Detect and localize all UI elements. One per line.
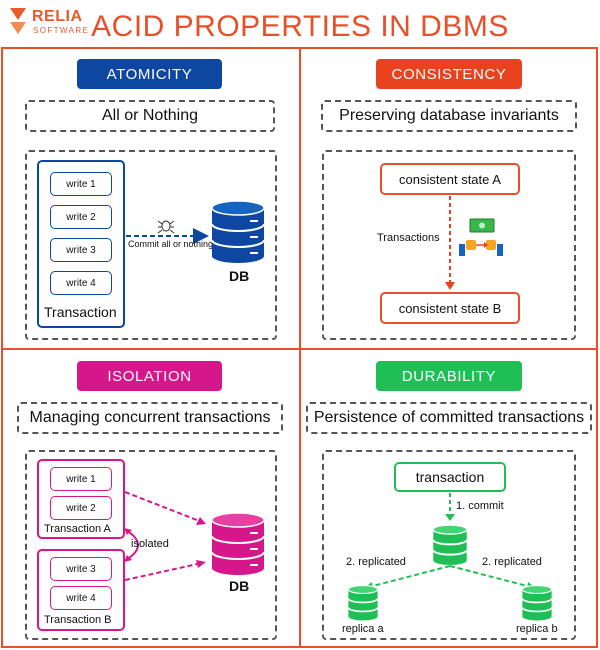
relia-software-logo: RELIA SOFTWARE	[8, 6, 118, 40]
transaction-b-arrow-head	[196, 560, 206, 568]
isolation-diagram-box	[25, 450, 277, 640]
commit-label: 1. commit	[456, 500, 504, 512]
isolation-subtitle: Managing concurrent transactions	[17, 402, 283, 434]
database-icon	[432, 524, 468, 565]
replica-a-label: replica a	[342, 623, 384, 635]
isolated-bracket	[125, 529, 139, 561]
atomicity-diagram-box	[25, 150, 277, 340]
replicated-right-label: 2. replicated	[482, 556, 542, 568]
relia-logo-icon	[10, 8, 26, 34]
replicated-left-label: 2. replicated	[346, 556, 406, 568]
database-icon	[211, 200, 265, 263]
transaction-a-arrow	[124, 491, 203, 523]
isolation-write-2: write 2	[50, 496, 112, 520]
consistency-subtitle: Preserving database invariants	[321, 100, 577, 132]
isolation-write-3: write 3	[50, 557, 112, 581]
isolation-header: ISOLATION	[77, 361, 222, 391]
transactions-arrow-head	[445, 282, 455, 290]
durability-header: DURABILITY	[376, 361, 522, 391]
atomicity-write-3: write 3	[50, 238, 112, 262]
transaction-b-container	[37, 549, 125, 631]
money-transfer-icon	[459, 218, 503, 256]
transaction-a-arrow-head	[196, 517, 206, 525]
durability-diagram-box	[322, 450, 576, 640]
consistent-state-b: consistent state B	[380, 292, 520, 324]
atomicity-transaction-label: Transaction	[44, 304, 117, 320]
atomicity-write-2: write 2	[50, 205, 112, 229]
replicate-right-arrow	[449, 565, 532, 588]
transaction-a-label: Transaction A	[44, 523, 111, 535]
logo-name: RELIA	[32, 8, 83, 25]
transaction-b-arrow	[124, 562, 203, 581]
replica-b-database-icon	[521, 585, 553, 621]
atomicity-transaction-container	[37, 160, 125, 328]
replica-b-label: replica b	[516, 623, 558, 635]
isolation-write-4: write 4	[50, 586, 112, 610]
replica-a-database-icon	[347, 585, 379, 621]
vertical-divider	[299, 47, 301, 648]
atomicity-write-1: write 1	[50, 172, 112, 196]
atomicity-subtitle: All or Nothing	[25, 100, 275, 132]
commit-arrow-label: Commit all or nothing	[128, 239, 214, 249]
atomicity-write-4: write 4	[50, 271, 112, 295]
isolation-write-1: write 1	[50, 467, 112, 491]
consistent-state-a: consistent state A	[380, 163, 520, 195]
durability-transaction-box: transaction	[394, 462, 506, 492]
consistency-header: CONSISTENCY	[376, 59, 522, 89]
replicate-left-arrow	[368, 565, 451, 588]
logo-subtitle: SOFTWARE	[33, 26, 90, 35]
durability-subtitle: Persistence of committed transactions	[306, 402, 592, 434]
consistency-diagram-box	[322, 150, 576, 340]
atomicity-header: ATOMICITY	[77, 59, 222, 89]
horizontal-divider	[1, 348, 598, 350]
isolated-label: isolated	[131, 538, 169, 550]
atomicity-db-label: DB	[229, 268, 250, 284]
transactions-arrow-label: Transactions	[377, 232, 440, 244]
transaction-a-container	[37, 459, 125, 539]
transaction-b-label: Transaction B	[44, 614, 112, 626]
isolation-db-label: DB	[229, 578, 250, 594]
bug-icon	[157, 220, 175, 234]
page-title: ACID PROPERTIES IN DBMS	[91, 10, 509, 43]
database-icon	[211, 512, 265, 575]
